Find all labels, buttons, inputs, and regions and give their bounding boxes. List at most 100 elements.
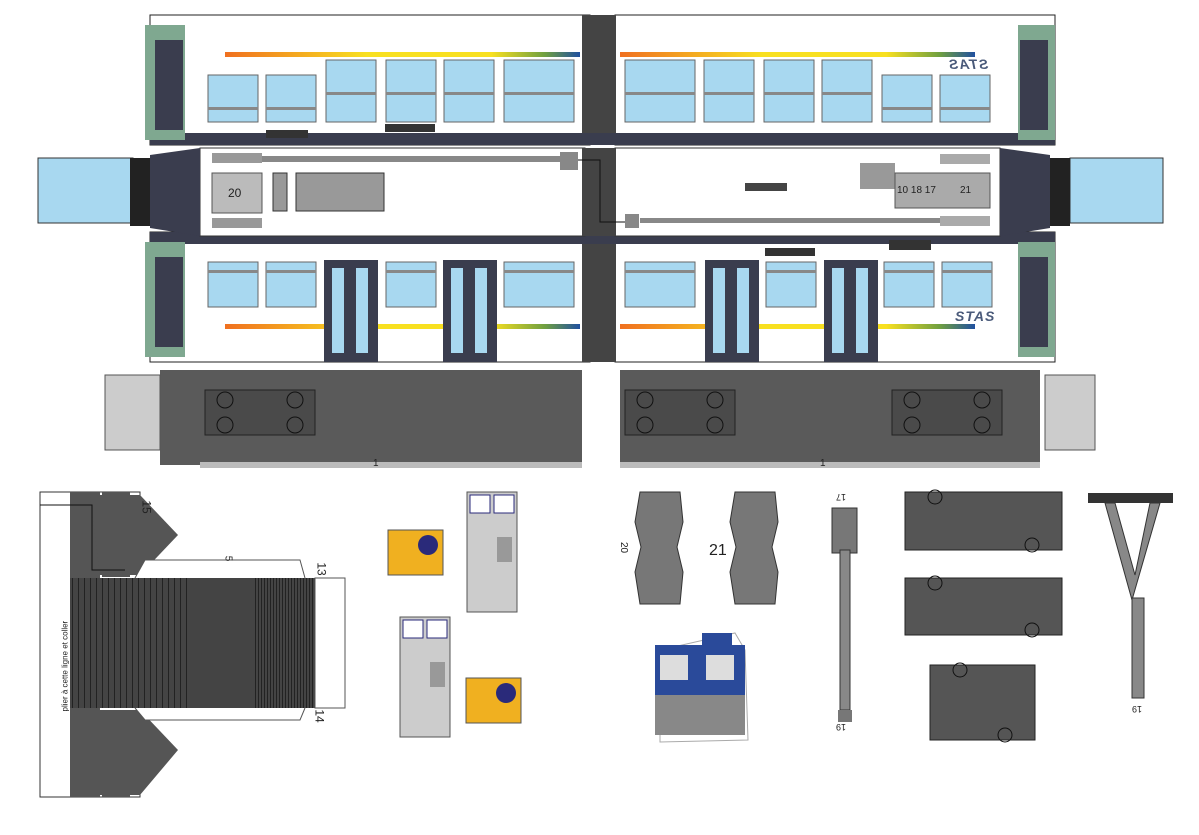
wheel	[903, 391, 921, 409]
info-post-panel	[497, 537, 512, 562]
cab-window-left	[155, 40, 183, 130]
window-divider	[625, 270, 695, 273]
shelter-panel	[465, 677, 522, 724]
window-divider	[386, 270, 436, 273]
bellows-fold	[78, 578, 79, 708]
wheel	[706, 391, 724, 409]
part-number-pole-bottom: 19	[836, 722, 847, 732]
roof-joint	[582, 148, 616, 236]
bellows-fold	[270, 578, 271, 708]
tram-window	[821, 59, 873, 123]
tram-side-dark-band	[150, 133, 1055, 145]
livery-stripe-right	[620, 324, 975, 329]
part-number-underframe-right: 1	[820, 458, 826, 469]
tram-window	[883, 261, 935, 308]
bellows-fold	[72, 578, 73, 708]
window-divider	[882, 107, 932, 110]
bellows-fold	[300, 578, 301, 708]
tram-window	[881, 74, 933, 123]
roof-equipment	[940, 216, 990, 226]
pole-top-box	[831, 507, 858, 554]
bellows-fold	[114, 578, 115, 708]
windscreen-right	[1069, 157, 1164, 224]
underframe-bogie	[624, 389, 736, 436]
window-divider	[764, 92, 814, 95]
pole-base	[838, 710, 852, 722]
tram-window	[265, 74, 317, 123]
tram-window	[385, 59, 437, 123]
door-glass	[737, 268, 749, 353]
glue-tab	[200, 462, 582, 468]
roof-panel-left	[199, 147, 586, 237]
roof-box	[625, 214, 639, 228]
wheel	[1024, 537, 1040, 553]
tram-window	[503, 261, 575, 308]
bellows-fold	[156, 578, 157, 708]
bellows-fold	[120, 578, 121, 708]
articulation-joint	[582, 232, 616, 362]
ticket-screen	[660, 655, 688, 680]
window-divider	[266, 270, 316, 273]
window-divider	[386, 92, 436, 95]
underframe-end-right	[1044, 374, 1096, 451]
door-glass	[856, 268, 868, 353]
roof-equipment-group	[894, 172, 991, 209]
ticket-screen	[706, 655, 734, 680]
pantograph-arm	[1104, 502, 1161, 602]
underframe-box-part	[904, 491, 1063, 551]
part-number-roof-group: 10 18 17	[897, 185, 936, 196]
tram-sign-icon	[469, 494, 491, 514]
bellows-fold	[90, 578, 91, 708]
tram-window	[763, 59, 815, 123]
window-divider	[766, 270, 816, 273]
bellows-fold	[174, 578, 175, 708]
tram-window	[503, 59, 575, 123]
bellows-fold	[186, 578, 187, 708]
roof-front-slope-right	[1000, 148, 1050, 236]
tram-window	[765, 261, 817, 308]
cab-front-left	[130, 158, 150, 226]
underframe-bogie	[891, 389, 1003, 436]
roof-cable	[640, 218, 990, 223]
part-number-roof-right: 21	[960, 185, 972, 196]
tram-window	[207, 261, 259, 308]
bellows-fold	[285, 578, 286, 708]
vent-grille	[266, 130, 308, 138]
tram-window	[325, 59, 377, 123]
bellows-fold	[303, 578, 304, 708]
bellows-fold	[102, 578, 103, 708]
bellows-fold	[180, 578, 181, 708]
part-number-bogie-20: 20	[618, 541, 630, 554]
bellows-cable	[40, 504, 125, 571]
roof-equipment-20	[211, 172, 263, 214]
bellows-fold	[126, 578, 127, 708]
part-number-bogie-21: 21	[709, 542, 727, 559]
bellows-fold	[279, 578, 280, 708]
info-post-panel	[430, 662, 445, 687]
bellows-fold	[312, 578, 313, 708]
window-divider	[940, 107, 990, 110]
bellows-fold	[168, 578, 169, 708]
part-number-13: 13	[314, 562, 329, 576]
stas-logo: STAS	[955, 308, 996, 324]
glue-tab-bottom	[134, 707, 306, 721]
roof-equipment	[212, 218, 262, 228]
underframe-bogie	[204, 389, 316, 436]
tram-window	[443, 59, 495, 123]
vent-grille	[385, 124, 435, 132]
window-divider	[504, 270, 574, 273]
part-number-15: 15	[139, 500, 154, 514]
bellows-main	[70, 578, 315, 708]
bellows-fold	[306, 578, 307, 708]
wheel	[286, 391, 304, 409]
bellows-fold	[294, 578, 295, 708]
bellows-fold	[138, 578, 139, 708]
tram-window	[703, 59, 755, 123]
window-divider	[822, 92, 872, 95]
window-divider	[704, 92, 754, 95]
underframe-box-part	[929, 664, 1036, 741]
window-divider	[884, 270, 934, 273]
bogie-part	[634, 491, 684, 605]
